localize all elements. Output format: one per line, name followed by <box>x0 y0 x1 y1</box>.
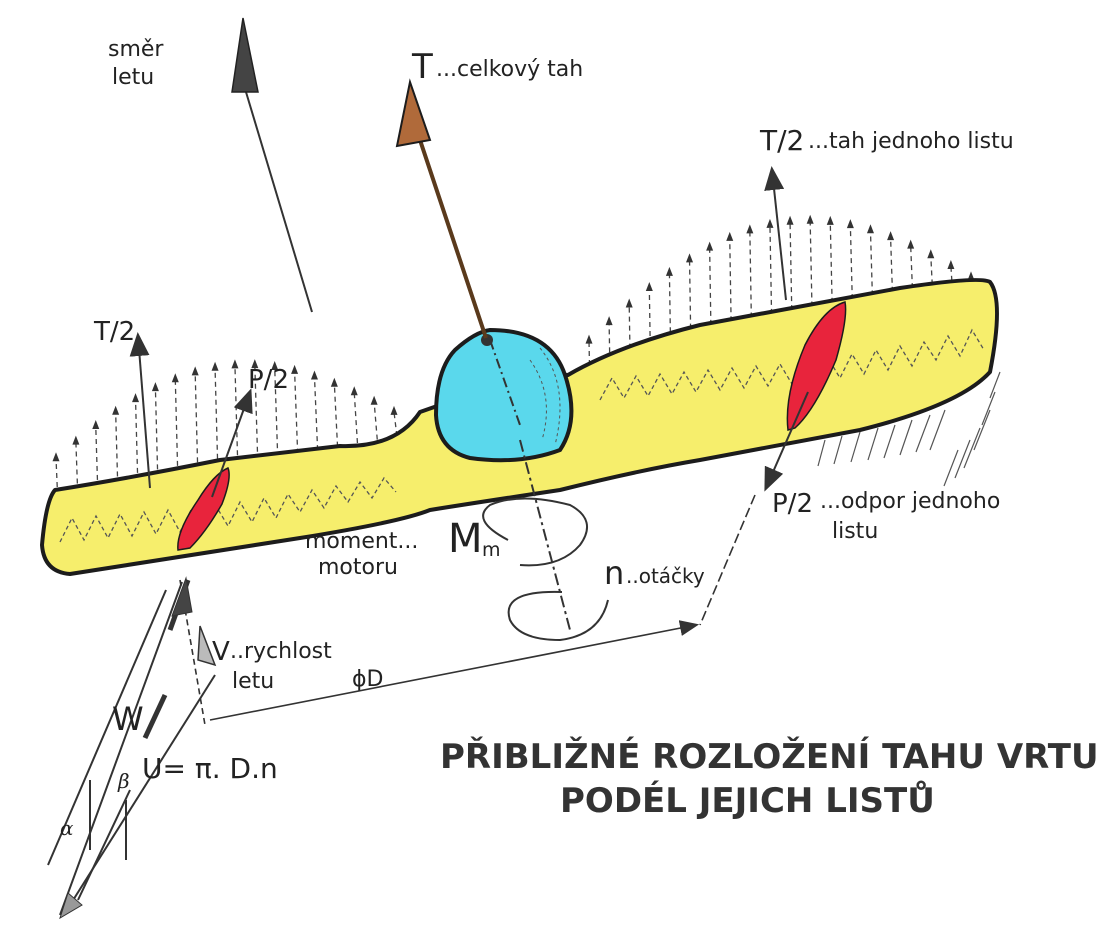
thrust-distribution-arrowhead <box>866 224 874 234</box>
flight-direction-label-1: směr <box>108 37 164 62</box>
engine-moment-symbol: M <box>448 516 483 562</box>
w-arrowhead <box>171 576 193 617</box>
thrust-distribution-arrow <box>910 245 915 334</box>
thrust-distribution-arrowhead <box>686 253 694 263</box>
left-drag-symbol: P/2 <box>248 365 289 395</box>
thrust-distribution-arrowhead <box>786 215 794 225</box>
thrust-distribution-arrowhead <box>151 382 159 392</box>
thrust-distribution-arrow <box>648 287 652 381</box>
relative-velocity-symbol: W <box>112 700 144 738</box>
right-half-thrust-arrow <box>764 166 787 301</box>
beta-angle-label: β <box>117 769 130 793</box>
thrust-distribution-arrowhead <box>330 377 338 387</box>
alpha-angle-label: α <box>60 816 74 840</box>
thrust-distribution-arrowhead <box>665 266 673 276</box>
thrust-distribution-arrowhead <box>291 364 299 374</box>
thrust-distribution-arrowhead <box>350 386 358 396</box>
thrust-distribution-arrowhead <box>92 420 100 430</box>
thrust-distribution-arrowhead <box>72 435 80 445</box>
flight-speed-symbol: V <box>212 637 230 667</box>
propeller-hub <box>433 327 574 463</box>
thrust-distribution-arrowhead <box>746 224 754 234</box>
right-drag-arrow <box>764 391 809 492</box>
thrust-distribution-arrowhead <box>370 395 378 405</box>
rotation-axis <box>482 339 609 642</box>
thrust-distribution-arrow <box>55 458 59 506</box>
thrust-distribution-arrowhead <box>310 370 318 380</box>
engine-moment-label-1: moment... <box>305 529 418 554</box>
thrust-distribution-arrow <box>333 383 339 456</box>
thrust-distribution-arrowhead <box>826 215 834 225</box>
thrust-distribution-arrowhead <box>112 405 120 415</box>
velocity-v-arrowhead <box>197 625 217 667</box>
diameter-label: ϕD <box>352 667 383 692</box>
thrust-distribution-arrowhead <box>806 214 814 224</box>
blade-shadow-hatch <box>817 371 1001 487</box>
circumferential-velocity-formula: U= π. D.n <box>142 752 278 785</box>
thrust-distribution-arrowhead <box>251 359 259 369</box>
thrust-distribution-arrow <box>274 366 279 467</box>
engine-moment-label-2: motoru <box>318 555 398 580</box>
diagram-title-line-1: PŘIBLIŽNÉ ROZLOŽENÍ TAHU VRTULE <box>440 736 1101 777</box>
flight-direction-arrow <box>231 17 313 313</box>
thrust-distribution-arrow <box>393 411 399 446</box>
thrust-distribution-arrow <box>889 237 895 337</box>
thrust-distribution-arrowhead <box>585 334 593 344</box>
right-drag-desc-2: listu <box>832 519 878 544</box>
thrust-distribution-arrowhead <box>846 219 854 229</box>
flight-speed-desc-2: letu <box>232 669 274 694</box>
thrust-distribution-arrow <box>154 388 159 488</box>
thrust-distribution-arrowhead <box>211 361 219 371</box>
total-thrust-arrow <box>395 78 488 339</box>
thrust-distribution-arrowhead <box>706 241 714 251</box>
thrust-distribution-arrowhead <box>887 231 895 241</box>
rpm-symbol: n <box>604 554 624 592</box>
thrust-distribution-arrowhead <box>726 231 734 241</box>
flight-direction-label-2: letu <box>112 65 154 90</box>
diagram-title-line-2: PODÉL JEJICH LISTŮ <box>560 780 935 821</box>
thrust-distribution-arrow <box>313 376 319 460</box>
thrust-distribution-arrowhead <box>766 218 774 228</box>
thrust-distribution-arrowhead <box>271 360 279 370</box>
right-drag-symbol: P/2 <box>772 489 813 519</box>
thrust-distribution-arrowhead <box>52 452 60 462</box>
velocity-triangle <box>47 579 216 916</box>
thrust-distribution-arrowhead <box>625 298 633 308</box>
engine-moment-subscript: m <box>482 539 501 561</box>
thrust-distribution-arrow <box>134 399 139 491</box>
rpm-desc: ..otáčky <box>626 564 705 588</box>
thrust-distribution-arrowhead <box>645 281 653 291</box>
total-thrust-desc: ...celkový tah <box>436 57 583 82</box>
thrust-distribution-arrow <box>293 370 299 463</box>
right-drag-desc-1: ...odpor jednoho <box>820 489 1000 514</box>
thrust-distribution-arrowhead <box>171 373 179 383</box>
thrust-distribution-arrowhead <box>605 316 613 326</box>
blade-section-right <box>786 301 847 431</box>
thrust-distribution-arrowhead <box>947 259 955 269</box>
left-drag-arrow <box>211 388 253 498</box>
thrust-distribution-arrowhead <box>907 239 915 249</box>
thrust-distribution-arrow <box>373 401 379 449</box>
thrust-distribution-arrowhead <box>132 393 140 403</box>
thrust-distribution-arrow <box>353 392 359 453</box>
total-thrust-symbol: T <box>411 47 433 87</box>
thrust-distribution-arrowhead <box>927 249 935 259</box>
right-half-thrust-symbol: T/2 <box>759 124 804 157</box>
blade-section-left <box>177 467 230 551</box>
left-half-thrust-arrow <box>129 332 151 489</box>
flight-speed-desc-1: ..rychlost <box>230 639 332 664</box>
thrust-distribution-arrowhead <box>390 405 398 415</box>
left-half-thrust-symbol: T/2 <box>93 317 135 347</box>
thrust-distribution-arrowhead <box>231 359 239 369</box>
thrust-distribution-arrowhead <box>191 366 199 376</box>
right-half-thrust-desc: ...tah jednoho listu <box>808 129 1014 154</box>
triangle-base-arrowhead <box>59 892 83 920</box>
